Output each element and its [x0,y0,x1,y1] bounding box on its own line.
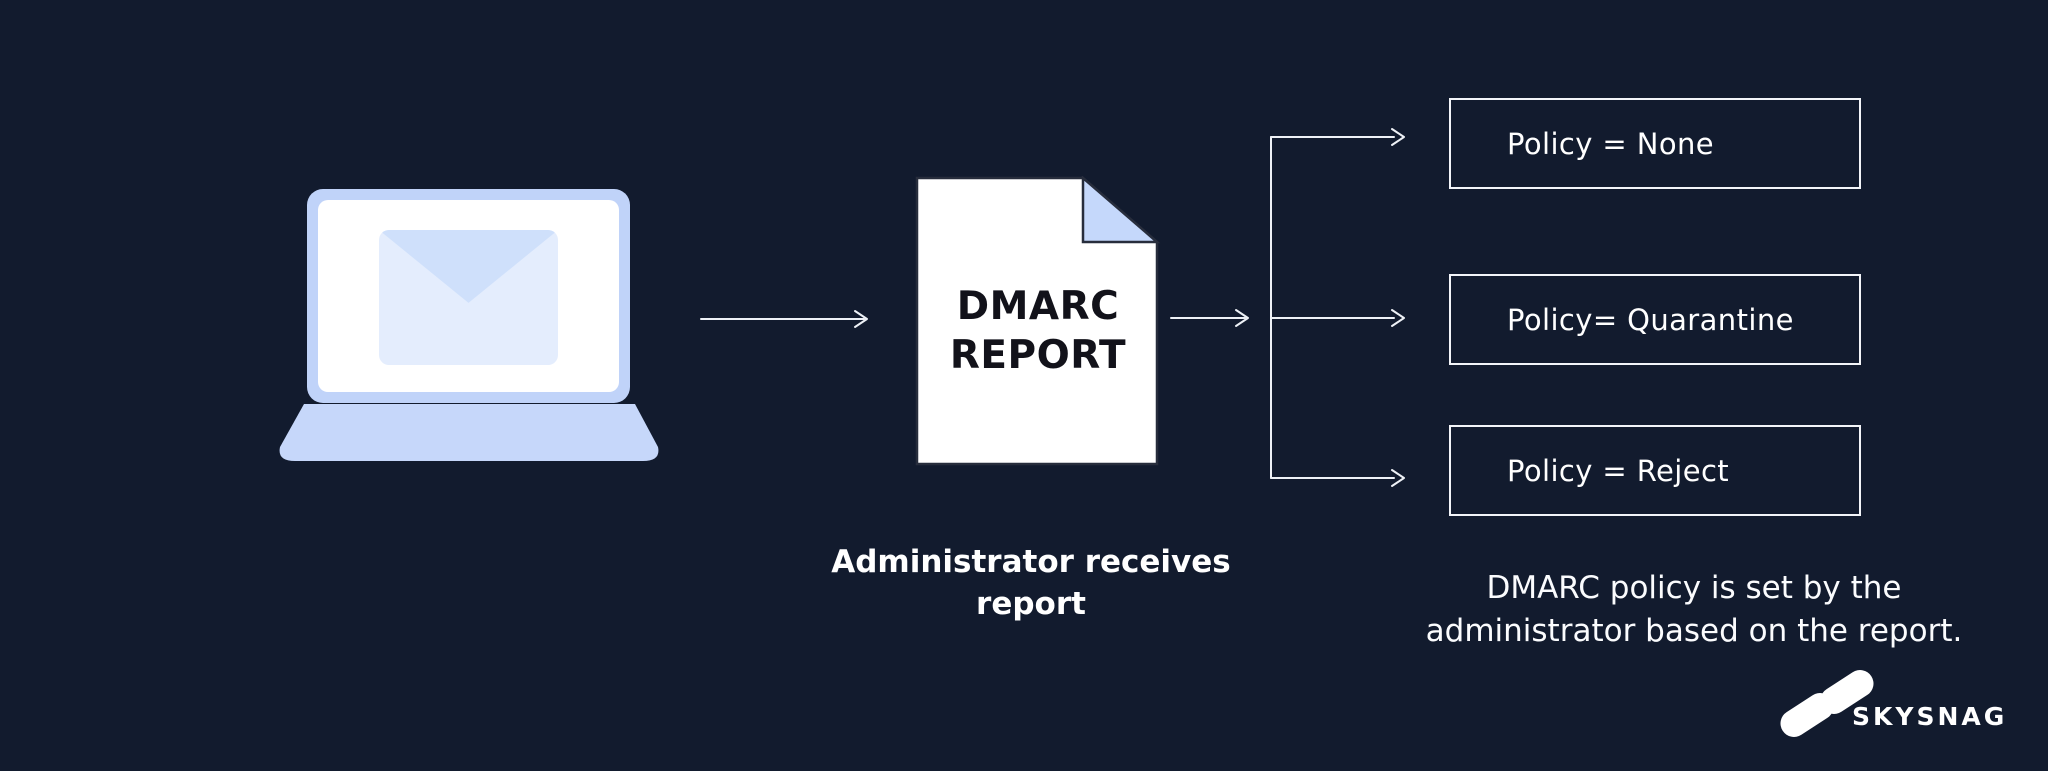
dmarc-report-document [915,176,1161,466]
policy-label-reject: Policy = Reject [1507,453,1730,488]
skysnag-logo: SKYSNAG [1778,663,2028,743]
email-envelope-icon [379,230,558,365]
arrowhead-icon [1391,309,1405,327]
caption-left-line2: report [976,586,1086,622]
policy-box-none: Policy = None [1449,98,1861,189]
policy-label-none: Policy = None [1507,126,1715,161]
envelope-flap [379,230,558,303]
laptop-base [279,404,659,461]
policy-box-quarantine: Policy= Quarantine [1449,274,1861,365]
document-title-line2: REPORT [949,333,1127,378]
skysnag-leaves-icon [1780,670,1874,737]
arrowhead-icon [1391,128,1405,146]
arrowhead-icon [854,310,868,328]
caption-administrator-receives-report: Administrator receives report [781,541,1281,625]
arrowhead-icon [1235,309,1249,327]
caption-right-line2: administrator based on the report. [1425,613,1963,649]
caption-policy-set-by-administrator: DMARC policy is set by the administrator… [1358,567,2030,653]
policy-box-reject: Policy = Reject [1449,425,1861,516]
skysnag-logo-text: SKYSNAG [1852,702,2008,731]
arrowhead-icon [1391,469,1405,487]
policy-label-quarantine: Policy= Quarantine [1507,302,1794,337]
document-title-line1: DMARC [956,284,1120,329]
document-fold [1081,176,1161,244]
caption-right-line1: DMARC policy is set by the [1486,570,1902,606]
caption-left-line1: Administrator receives [831,544,1231,580]
document-title: DMARC REPORT [915,282,1161,380]
